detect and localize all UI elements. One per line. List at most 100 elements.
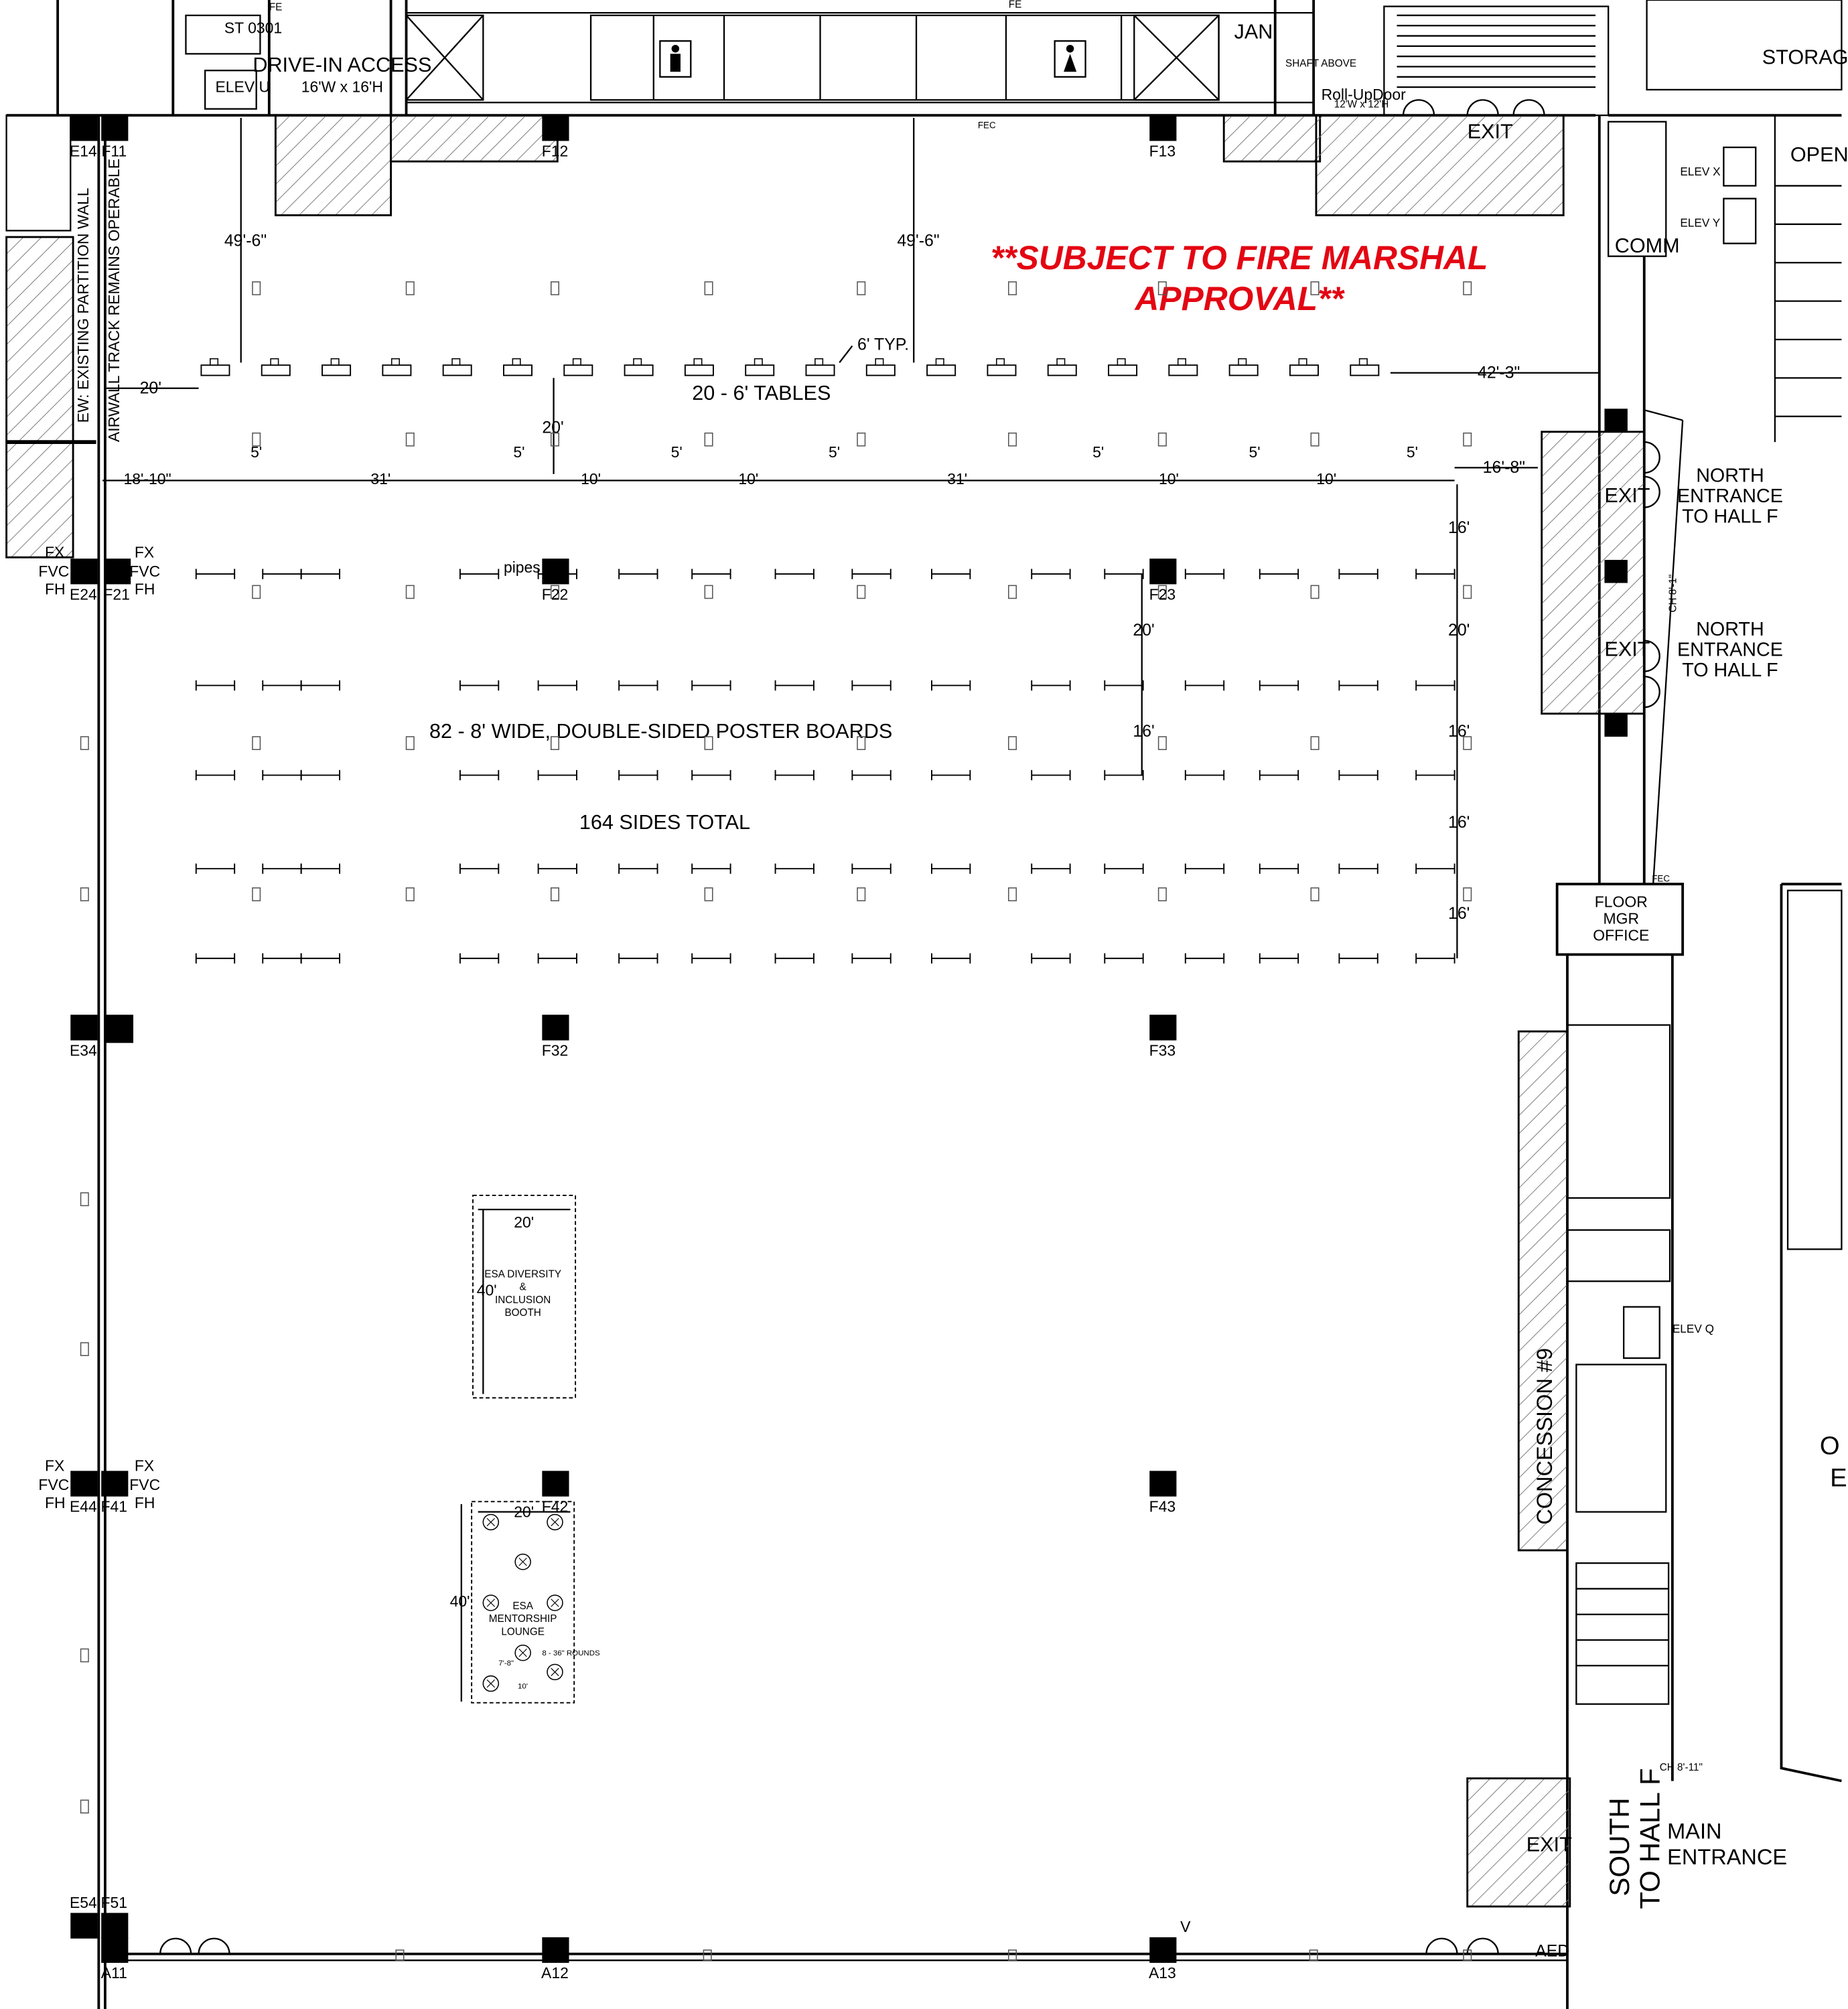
row-dimension: 5': [671, 443, 683, 461]
fec-label-right: FEC: [1652, 873, 1670, 883]
floor-outlet: [80, 1342, 89, 1356]
poster-board-rows: [195, 569, 1455, 964]
dim-v16-1: 16': [1448, 518, 1470, 537]
column-label: E24: [70, 585, 97, 603]
fh-right-1: FH: [135, 581, 155, 598]
hatched-zone-1: [274, 114, 393, 216]
table-6ft: [1228, 364, 1259, 376]
elev-x-label: ELEV X: [1680, 165, 1721, 178]
round-table-mark: [518, 1648, 527, 1657]
floor-outlet: [1008, 1949, 1017, 1961]
table-chair: [1117, 358, 1126, 366]
diversity-width: 20': [514, 1213, 534, 1231]
airwall-label: AIRWALL TRACK REMAINS OPERABLE: [105, 159, 123, 442]
floor-outlet: [80, 1648, 89, 1663]
floor-outlet: [550, 281, 559, 295]
round-table-mark: [551, 1667, 559, 1676]
row-dimensions: 18'-10"5'31'5'10'5'10'5'31'5'10'5'10'5': [123, 443, 1418, 488]
concession-label: CONCESSION #9: [1533, 1348, 1557, 1525]
column-e14: [70, 115, 98, 141]
table-chair: [1358, 358, 1368, 366]
table-chair: [996, 358, 1005, 366]
aed-label: AED: [1535, 1942, 1569, 1961]
diversity-booth: [472, 1195, 577, 1399]
south-stair-lines: [1575, 1562, 1670, 1705]
floor-outlet: [252, 281, 261, 295]
fh-right-2: FH: [135, 1494, 155, 1511]
storage-label: STORAGE: [1762, 46, 1848, 69]
floor-outlet: [80, 1799, 89, 1814]
top-exit-doors: [1402, 99, 1545, 116]
south-entrance-hatch: [1466, 1777, 1571, 1908]
dim-gap-20: 20': [542, 419, 563, 437]
round-table: [514, 1554, 531, 1570]
tables-row: [200, 358, 1380, 376]
row-dimension: 18'-10": [123, 470, 171, 488]
column-f21: [104, 559, 131, 585]
floor-outlet: [405, 736, 415, 751]
round-table-mark: [486, 1517, 495, 1527]
row-dimension: 10': [581, 470, 601, 488]
fe-label-1: FE: [269, 1, 283, 13]
table-6ft: [745, 364, 775, 376]
column-f11: [101, 115, 129, 141]
floor-outlet: [1008, 432, 1017, 447]
floor-outlet: [1463, 887, 1472, 901]
floor-outlet: [1463, 1949, 1472, 1961]
floor-outlet: [395, 1949, 405, 1961]
south-entrance-l2: TO HALL F: [1634, 1768, 1666, 1909]
round-table: [482, 1675, 500, 1692]
table-chair: [1177, 358, 1186, 366]
concession-hatch: [1517, 1030, 1569, 1552]
column-f42: [542, 1471, 569, 1497]
column-label: F51: [101, 1894, 128, 1911]
table-chair: [754, 358, 763, 366]
dim-v16-3: 16': [1448, 813, 1470, 832]
mentorship-l1: ESA: [512, 1601, 533, 1612]
typ-label: 6' TYP.: [857, 335, 909, 354]
tables-label: 20 - 6' TABLES: [692, 382, 831, 404]
fire-marshal-warning-l2: APPROVAL**: [1133, 280, 1345, 317]
column-label: F41: [101, 1498, 128, 1515]
floor-outlet: [1463, 585, 1472, 599]
column-label: F23: [1149, 585, 1176, 603]
dim-right-16-8: 16'-8": [1483, 458, 1525, 477]
column-perimeter: [1604, 713, 1628, 737]
rounds-label: 8 - 36" ROUNDS: [542, 1649, 600, 1657]
far-right-o: O: [1820, 1432, 1840, 1461]
table-chair: [935, 358, 944, 366]
column-e34-pair: [104, 1015, 134, 1043]
column-label: F11: [101, 142, 127, 159]
table-6ft: [1350, 364, 1380, 376]
floor-outlet: [1157, 887, 1167, 901]
table-6ft: [200, 364, 230, 376]
fx-left-2: FX: [45, 1457, 64, 1474]
mentorship-width: 20': [514, 1503, 534, 1520]
diversity-l2: &: [520, 1282, 526, 1293]
floor-outlet: [550, 887, 559, 901]
main-entrance-l2: ENTRANCE: [1667, 1845, 1787, 1869]
far-right-e: E: [1830, 1463, 1847, 1492]
mentorship-lounge: [460, 1501, 575, 1704]
dim-mid-v16: 16': [1133, 722, 1154, 741]
north-entrance-hatch: [1541, 431, 1646, 715]
table-chair: [330, 358, 340, 366]
column-e34: [70, 1015, 98, 1041]
mentorship-l2: MENTORSHIP: [489, 1613, 557, 1625]
table-chair: [390, 358, 400, 366]
floor-outlet: [857, 281, 866, 295]
column-label: E34: [70, 1042, 97, 1059]
diversity-l4: BOOTH: [504, 1307, 541, 1319]
round-table: [547, 1663, 563, 1681]
fx-right-2: FX: [135, 1457, 154, 1474]
row-dimension: 5': [1407, 443, 1418, 461]
dim-top-mid: 49'-6": [897, 231, 939, 250]
floor-outlet: [252, 585, 261, 599]
row-dimension: 5': [829, 443, 840, 461]
dimension-lines: [102, 118, 1600, 959]
rollup-door-label: Roll-UpDoor: [1322, 86, 1407, 103]
column-f23: [1149, 559, 1177, 585]
table-chair: [693, 358, 703, 366]
floor-outlet: [1157, 736, 1167, 751]
north-exit-1: EXIT: [1604, 484, 1650, 507]
